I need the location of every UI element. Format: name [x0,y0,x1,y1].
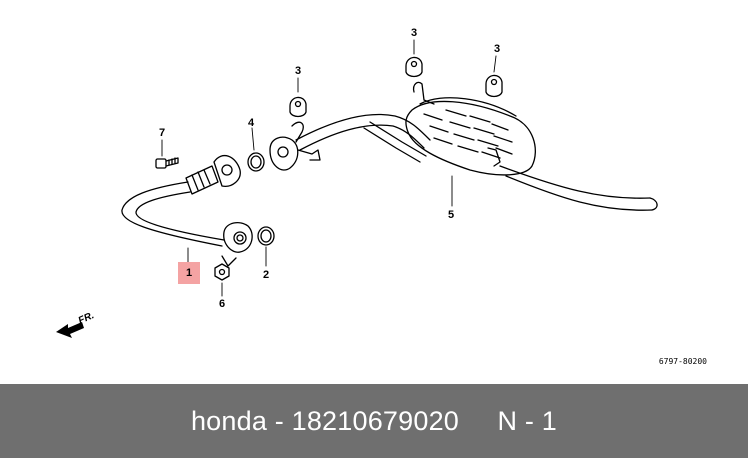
callout-3-center-hanger: 3 [411,27,417,39]
rubber-hanger-a [289,77,307,118]
rubber-hanger-b [405,39,423,78]
direction-label: FR. [77,310,96,327]
gasket-2 [257,226,275,267]
gasket-4 [247,127,265,172]
flange-bolt [155,139,179,169]
callout-1-highlight [178,262,200,284]
callout-3-rear-hanger: 3 [494,43,500,55]
callout-2: 2 [263,269,269,281]
callout-3-front-hanger: 3 [295,65,301,77]
muffler-assembly [269,81,658,211]
part-number-footer: honda - 18210679020 N - 1 [0,384,748,458]
exhaust-parts-diagram: 1 2 3 3 3 4 5 6 7 FR. 6797-80200 [56,27,708,366]
flange-nut [214,263,230,297]
callout-7: 7 [159,127,165,139]
rubber-hanger-c [485,55,503,98]
callout-6: 6 [219,298,225,310]
callout-5: 5 [448,209,454,221]
drawing-code: 6797-80200 [659,357,707,366]
front-exhaust-pipe [121,154,253,267]
front-direction-arrow-icon [56,322,84,338]
callout-4: 4 [248,117,255,129]
callout-1: 1 [186,267,192,279]
footer-part-label: honda - 18210679020 N - 1 [190,405,558,436]
